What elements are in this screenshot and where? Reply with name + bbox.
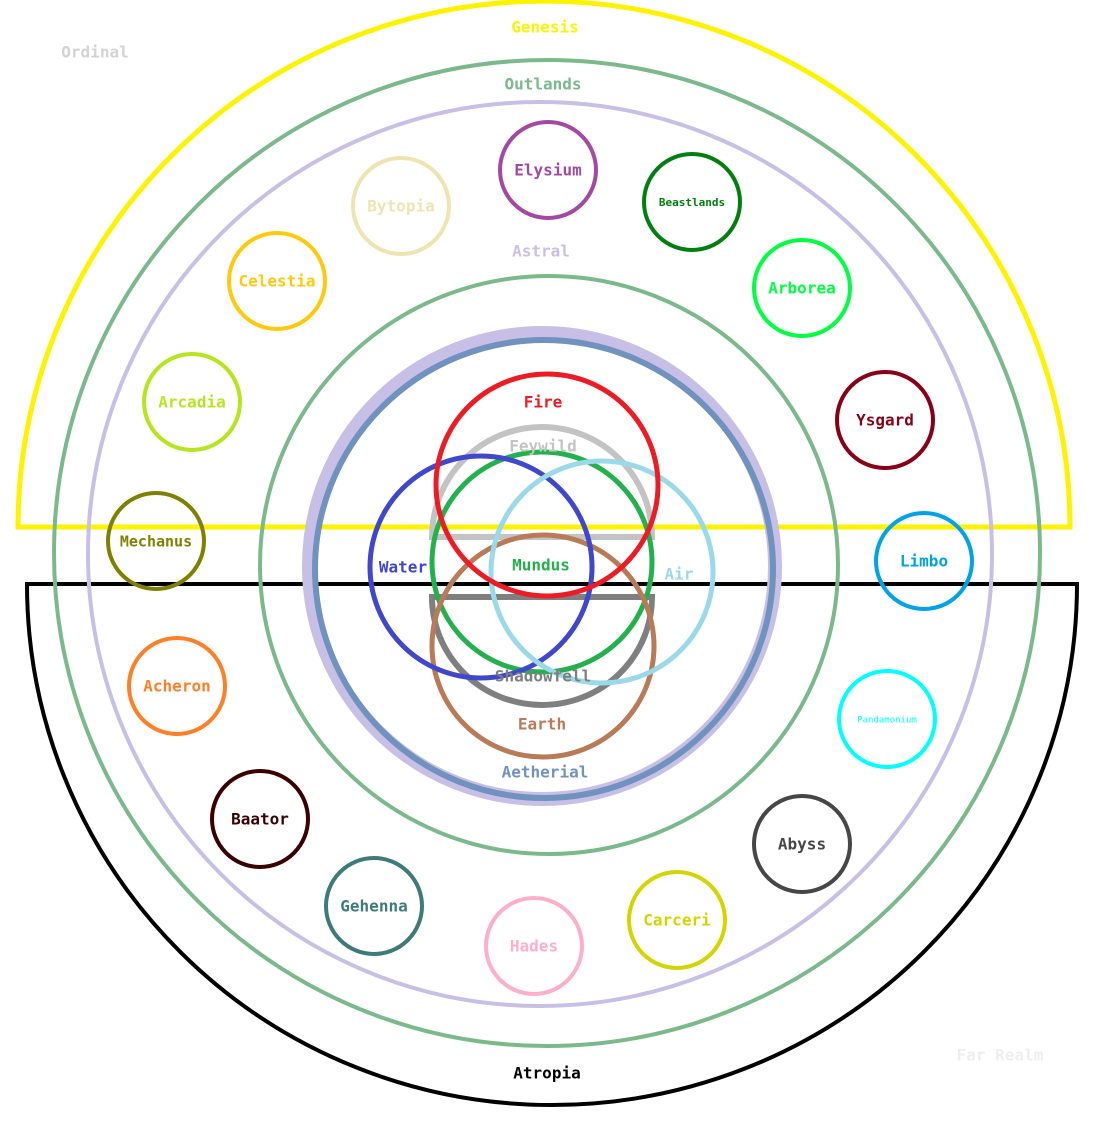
feywild-half-ring <box>428 424 656 540</box>
abyss-ring <box>752 794 852 894</box>
water-label: Water <box>379 558 427 577</box>
water-ring <box>367 453 595 681</box>
outlands-label: Outlands <box>504 75 581 94</box>
acheron-ring <box>127 636 227 736</box>
pandamonium-label: Pandamonium <box>857 716 917 726</box>
celestia-label: Celestia <box>238 272 315 291</box>
astral-outer-ring <box>86 100 994 1008</box>
earth-ring <box>429 532 657 760</box>
feywild-label: Feywild <box>509 437 576 456</box>
ordinal-label: Ordinal <box>61 43 128 62</box>
mechanus-ring <box>106 491 206 591</box>
celestia-ring <box>227 231 327 331</box>
hades-label: Hades <box>510 937 558 956</box>
genesis-half-ring <box>15 0 1073 530</box>
gehenna-label: Gehenna <box>340 897 407 916</box>
baator-label: Baator <box>231 810 289 829</box>
hades-ring <box>484 896 584 996</box>
ysgard-label: Ysgard <box>856 411 914 430</box>
acheron-label: Acheron <box>143 677 210 696</box>
atropia-half-ring <box>24 582 1080 1107</box>
beastlands-label: Beastlands <box>659 196 725 209</box>
air-label: Air <box>665 565 694 584</box>
genesis-label: Genesis <box>511 18 578 37</box>
carceri-ring <box>627 870 727 970</box>
air-ring <box>488 458 716 686</box>
astral-label: Astral <box>512 242 570 261</box>
earth-label: Earth <box>518 715 566 734</box>
arcadia-label: Arcadia <box>158 393 225 412</box>
limbo-label: Limbo <box>900 552 948 571</box>
inner-outlands-ring <box>258 274 840 856</box>
limbo-ring <box>874 511 974 611</box>
beastlands-ring <box>642 152 742 252</box>
fire-ring <box>433 371 661 599</box>
bytopia-label: Bytopia <box>367 197 434 216</box>
arborea-ring <box>752 238 852 338</box>
fire-label: Fire <box>524 393 563 412</box>
gehenna-ring <box>324 856 424 956</box>
aetherial-label: Aetherial <box>502 763 589 782</box>
pandamonium-ring <box>837 669 937 769</box>
baator-ring <box>210 769 310 869</box>
ysgard-ring <box>835 370 935 470</box>
elysium-label: Elysium <box>514 161 582 180</box>
shadowfell-label: Shadowfell <box>495 667 591 686</box>
carceri-label: Carceri <box>643 911 711 930</box>
far-realm-label: Far Realm <box>957 1046 1044 1065</box>
arcadia-ring <box>142 352 242 452</box>
mundus-ring <box>429 449 655 675</box>
atropia-label: Atropia <box>513 1064 580 1083</box>
bytopia-ring <box>351 156 451 256</box>
arborea-label: Arborea <box>768 279 835 298</box>
mundus-label: Mundus <box>512 556 570 575</box>
outer-planes: ElysiumBeastlandsArboreaYsgardLimboPanda… <box>106 120 974 996</box>
shadowfell-half-ring <box>428 594 656 708</box>
aetherial-ring <box>312 337 776 801</box>
abyss-label: Abyss <box>778 835 826 854</box>
outlands-ring <box>52 58 1042 1048</box>
mechanus-label: Mechanus <box>120 533 192 551</box>
elysium-ring <box>498 120 598 220</box>
